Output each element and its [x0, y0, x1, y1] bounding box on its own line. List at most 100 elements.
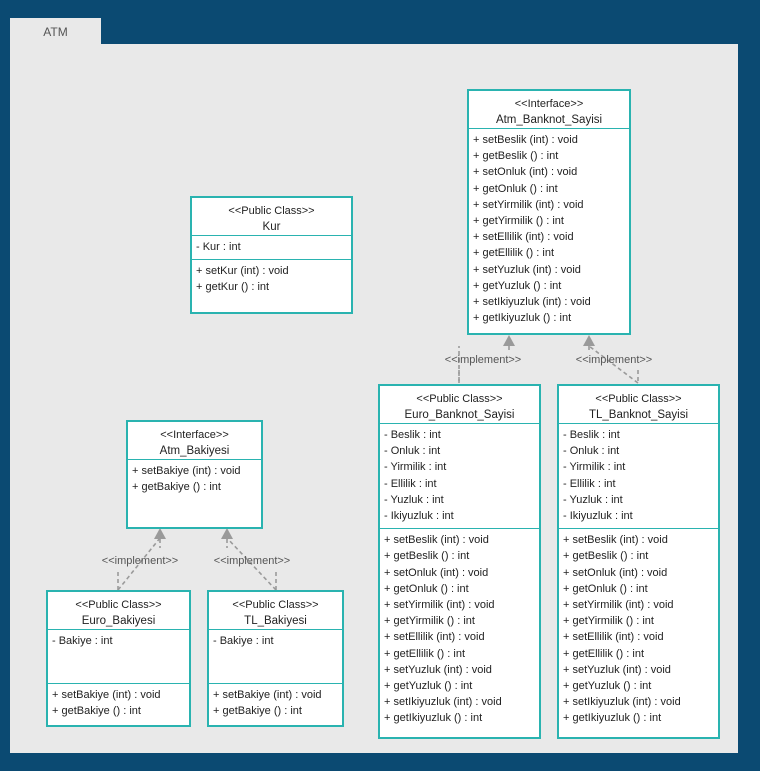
class-header: <<Public Class>> Euro_Banknot_Sayisi — [380, 386, 539, 423]
class-operation-row: + setEllilik (int) : void — [384, 631, 485, 644]
class-atm-bakiyesi[interactable]: <<Interface>> Atm_Bakiyesi + setBakiye (in… — [126, 420, 263, 529]
class-operation-row: + setBeslik (int) : void — [563, 534, 668, 547]
class-operation-row: + setOnluk (int) : void — [563, 566, 668, 579]
class-tl-bakiyesi[interactable]: <<Public Class>>TL_Bakiyesi - Bakiye : in… — [207, 590, 344, 727]
class-operation-row: + getKur () : int — [196, 281, 270, 294]
class-operation-row: + getYirmilik () : int — [473, 215, 564, 228]
class-operation-row: + getBakiye () : int — [132, 481, 221, 494]
class-operation-row: + getYuzluk () : int — [473, 279, 562, 292]
class-stereotype: <<Public Class>> — [416, 393, 503, 405]
class-attribute-row: - Yirmilik : int — [384, 461, 447, 474]
class-operation-row: + getEllilik () : int — [563, 647, 644, 660]
relation-label-euro-banknot: <<implement>> — [444, 354, 522, 366]
class-operation-row: + setBeslik (int) : void — [473, 134, 578, 146]
class-operation-row: + setBeslik (int) : void — [384, 534, 489, 547]
class-operations-section: + setBeslik (int) : void + getBeslik () :… — [380, 528, 539, 730]
class-operations-section: + setBeslik (int) : void + getBeslik () :… — [469, 128, 629, 330]
class-attribute-row: - Ellilik : int — [384, 477, 437, 490]
class-name: Kur — [262, 221, 281, 233]
class-attribute-row: - Beslik : int — [384, 429, 441, 441]
connector-tl-banknot — [588, 345, 639, 384]
class-operation-row: + setYuzluk (int) : void — [384, 663, 492, 676]
class-operation-row: + getIkiyuzluk () : int — [473, 312, 572, 325]
class-operation-row: + getYirmilik () : int — [384, 615, 475, 628]
class-attribute-row: - Ikiyuzluk : int — [563, 510, 633, 523]
class-atm-banknot-sayisi[interactable]: <<Interface>>Atm_Banknot_Sayisi+ setBesl… — [467, 89, 631, 335]
class-operations-section: + setKur (int) : void + getKur () : int — [192, 259, 351, 299]
class-attribute-row: - Ikiyuzluk : int — [384, 510, 454, 523]
class-operation-row: + setKur (int) : void — [196, 265, 289, 278]
class-attribute-row: - Yirmilik : int — [563, 461, 626, 474]
class-operation-row: + getBeslik () : int — [473, 150, 559, 163]
class-stereotype: <<Public Class>> — [228, 205, 315, 217]
class-operation-row: + setIkiyuzluk (int) : void — [384, 696, 502, 709]
class-name: Euro_Banknot_Sayisi — [404, 409, 515, 421]
class-operation-row: + getOnluk () : int — [384, 582, 469, 595]
class-tl-banknot-sayisi[interactable]: <<Public Class>> TL_Banknot_Sayisi - Besli… — [557, 384, 720, 739]
class-euro-bakiyesi[interactable]: <<Public Class>> Euro_Bakiyesi - Bakiye : … — [46, 590, 191, 727]
class-attributes-section: - Beslik : int- Onluk : int- Yirmilik : … — [380, 423, 539, 528]
class-operation-row: + getBeslik () : int — [384, 550, 470, 563]
class-operation-row: + getIkiyuzluk () : int — [384, 712, 483, 725]
connector-tl-bakiye — [226, 537, 277, 591]
relation-label-tl-banknot: <<implement>> — [575, 354, 653, 366]
class-attribute-row: - Bakiye : int — [52, 635, 113, 647]
class-operation-row: + setIkiyuzluk (int) : void — [473, 296, 591, 309]
class-operation-row: + setBakiye (int) : void — [213, 689, 322, 701]
class-header: <<Interface>>Atm_Banknot_Sayisi — [469, 91, 629, 128]
class-operation-row: + getOnluk () : int — [473, 182, 558, 195]
class-operations-section: + setBakiye (int) : void + getBakiye () :… — [209, 683, 342, 723]
class-attribute-row: - Yuzluk : int — [384, 493, 444, 506]
class-operation-row: + setIkiyuzluk (int) : void — [563, 696, 681, 709]
class-name: TL_Bakiyesi — [244, 615, 307, 627]
arrowhead-euro-banknot — [503, 335, 515, 346]
package-tab: ATM — [10, 18, 101, 45]
class-attributes-section: - Kur : int — [192, 235, 351, 259]
class-operation-row: + getYirmilik () : int — [563, 615, 654, 628]
class-operation-row: + setEllilik (int) : void — [563, 631, 664, 644]
class-name: Atm_Banknot_Sayisi — [495, 114, 603, 126]
class-name: Euro_Bakiyesi — [81, 615, 156, 627]
class-operations-section: + setBakiye (int) : void + getBakiye () :… — [128, 459, 261, 499]
class-name: Atm_Bakiyesi — [159, 445, 230, 457]
class-stereotype: <<Public Class>> — [75, 599, 162, 611]
class-stereotype: <<Interface>> — [160, 429, 229, 441]
class-operation-row: + getBakiye () : int — [213, 705, 302, 718]
arrowhead-tl-bakiye — [221, 528, 233, 539]
class-header: <<Interface>> Atm_Bakiyesi — [128, 422, 261, 459]
class-name: TL_Banknot_Sayisi — [588, 409, 689, 421]
class-attributes-section: - Bakiye : int — [48, 629, 189, 683]
arrowhead-tl-banknot — [583, 335, 595, 346]
class-operation-row: + getEllilik () : int — [384, 647, 465, 660]
class-attributes-section: - Beslik : int - Onluk : int - Yirmilik : … — [559, 423, 718, 528]
class-attribute-row: - Beslik : int — [563, 429, 620, 441]
class-operation-row: + getYuzluk () : int — [384, 680, 473, 693]
class-operation-row: + setYirmilik (int) : void — [473, 198, 584, 211]
class-euro-banknot-sayisi[interactable]: <<Public Class>> Euro_Banknot_Sayisi - Bes… — [378, 384, 541, 739]
class-operation-row: + setYuzluk (int) : void — [473, 263, 581, 276]
class-operation-row: + setYirmilik (int) : void — [563, 599, 674, 612]
class-operation-row: + setYirmilik (int) : void — [384, 599, 495, 612]
class-operation-row: + setBakiye (int) : void — [132, 465, 241, 477]
class-attribute-row: - Onluk : int — [563, 445, 620, 458]
class-operation-row: + setOnluk (int) : void — [384, 566, 489, 579]
class-header: <<Public Class>> Euro_Bakiyesi — [48, 592, 189, 629]
class-header: <<Public Class>>TL_Bakiyesi — [209, 592, 342, 629]
relation-label-tl-bakiye: <<implement>> — [213, 555, 291, 567]
class-kur[interactable]: <<Public Class>>Kur- Kur : int+ setKur (… — [190, 196, 353, 314]
class-operation-row: + setOnluk (int) : void — [473, 166, 578, 179]
class-header: <<Public Class>> TL_Banknot_Sayisi — [559, 386, 718, 423]
class-operation-row: + getBeslik () : int — [563, 550, 649, 563]
class-operation-row: + setBakiye (int) : void — [52, 689, 161, 701]
class-operation-row: + getBakiye () : int — [52, 705, 141, 718]
class-operation-row: + getEllilik () : int — [473, 247, 554, 260]
class-attribute-row: - Bakiye : int — [213, 635, 274, 647]
class-operation-row: + getIkiyuzluk () : int — [563, 712, 662, 725]
arrowhead-euro-bakiye — [154, 528, 166, 539]
class-attribute-row: - Ellilik : int — [563, 477, 616, 490]
class-stereotype: <<Public Class>> — [595, 393, 682, 405]
class-operation-row: + setYuzluk (int) : void — [563, 663, 671, 676]
class-header: <<Public Class>> Kur — [192, 198, 351, 235]
class-operations-section: + setBeslik (int) : void + getBeslik () :… — [559, 528, 718, 730]
